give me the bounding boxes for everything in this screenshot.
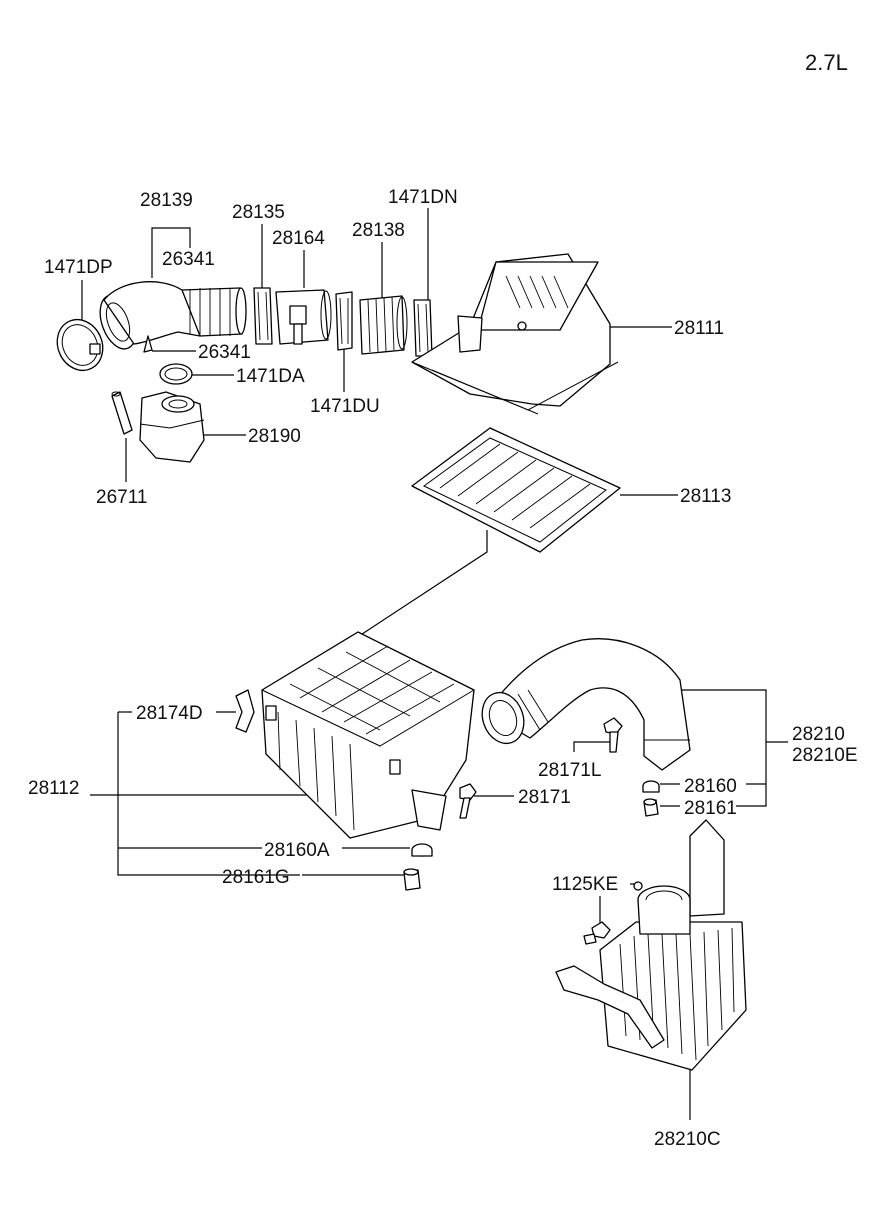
hose-clamp-28135: [253, 287, 273, 345]
label-28161G: 28161G: [222, 867, 290, 888]
bracket-28174D: [235, 689, 255, 733]
label-26341-lower: 26341: [198, 342, 251, 363]
label-28210C: 28210C: [654, 1129, 721, 1150]
air-filter-28113: [411, 427, 621, 553]
label-28190: 28190: [248, 426, 301, 447]
engine-label: 2.7L: [805, 50, 848, 75]
label-28174D: 28174D: [136, 703, 203, 724]
label-1471DA: 1471DA: [236, 366, 305, 387]
label-28210E: 28210E: [792, 745, 858, 766]
air-cleaner-body-28112: [261, 631, 475, 839]
label-1471DN: 1471DN: [388, 187, 458, 208]
label-28112: 28112: [28, 778, 79, 799]
hose-clamp-1471DN: [413, 299, 433, 357]
label-1471DP: 1471DP: [44, 257, 113, 278]
label-28139: 28139: [140, 190, 193, 211]
label-28138: 28138: [352, 220, 405, 241]
label-28160: 28160: [684, 776, 737, 797]
resonator-28190: [139, 391, 205, 463]
label-28171: 28171: [518, 787, 571, 808]
label-28135: 28135: [232, 202, 285, 223]
hose-clamp-1471DU: [335, 291, 353, 351]
label-28113: 28113: [680, 486, 731, 507]
bushing-28161: [643, 798, 659, 817]
grommet-28160A: [411, 843, 433, 857]
label-28161: 28161: [684, 798, 737, 819]
label-1125KE: 1125KE: [552, 874, 618, 895]
pipe-26711: [111, 391, 133, 435]
label-28210: 28210: [792, 724, 845, 745]
grommet-28160: [642, 780, 660, 793]
bolt-1125KE: [583, 881, 643, 945]
label-26341-upper: 26341: [162, 249, 215, 270]
hose-clamp-1471DA: [159, 363, 193, 385]
bolt-28171: [459, 783, 477, 819]
intake-hose-28139: [99, 281, 247, 353]
label-28111: 28111: [674, 318, 724, 339]
label-28171L: 28171L: [538, 760, 601, 781]
hose-clamp-1471DP: [56, 319, 104, 371]
bushing-28161G: [403, 868, 421, 891]
part-labels: 28139 26341 1471DP 28135 28164 28138 147…: [28, 187, 858, 1150]
air-duct-28210: [481, 638, 691, 771]
label-28164: 28164: [272, 228, 325, 249]
label-1471DU: 1471DU: [310, 396, 380, 417]
label-26711: 26711: [96, 487, 147, 508]
label-28160A: 28160A: [264, 840, 330, 861]
resonator-28210C: [555, 819, 747, 1071]
hose-28138: [359, 295, 408, 355]
bolt-28171L: [603, 717, 623, 753]
air-flow-sensor-28164: [275, 289, 332, 345]
air-cleaner-cover-28111: [411, 253, 619, 415]
